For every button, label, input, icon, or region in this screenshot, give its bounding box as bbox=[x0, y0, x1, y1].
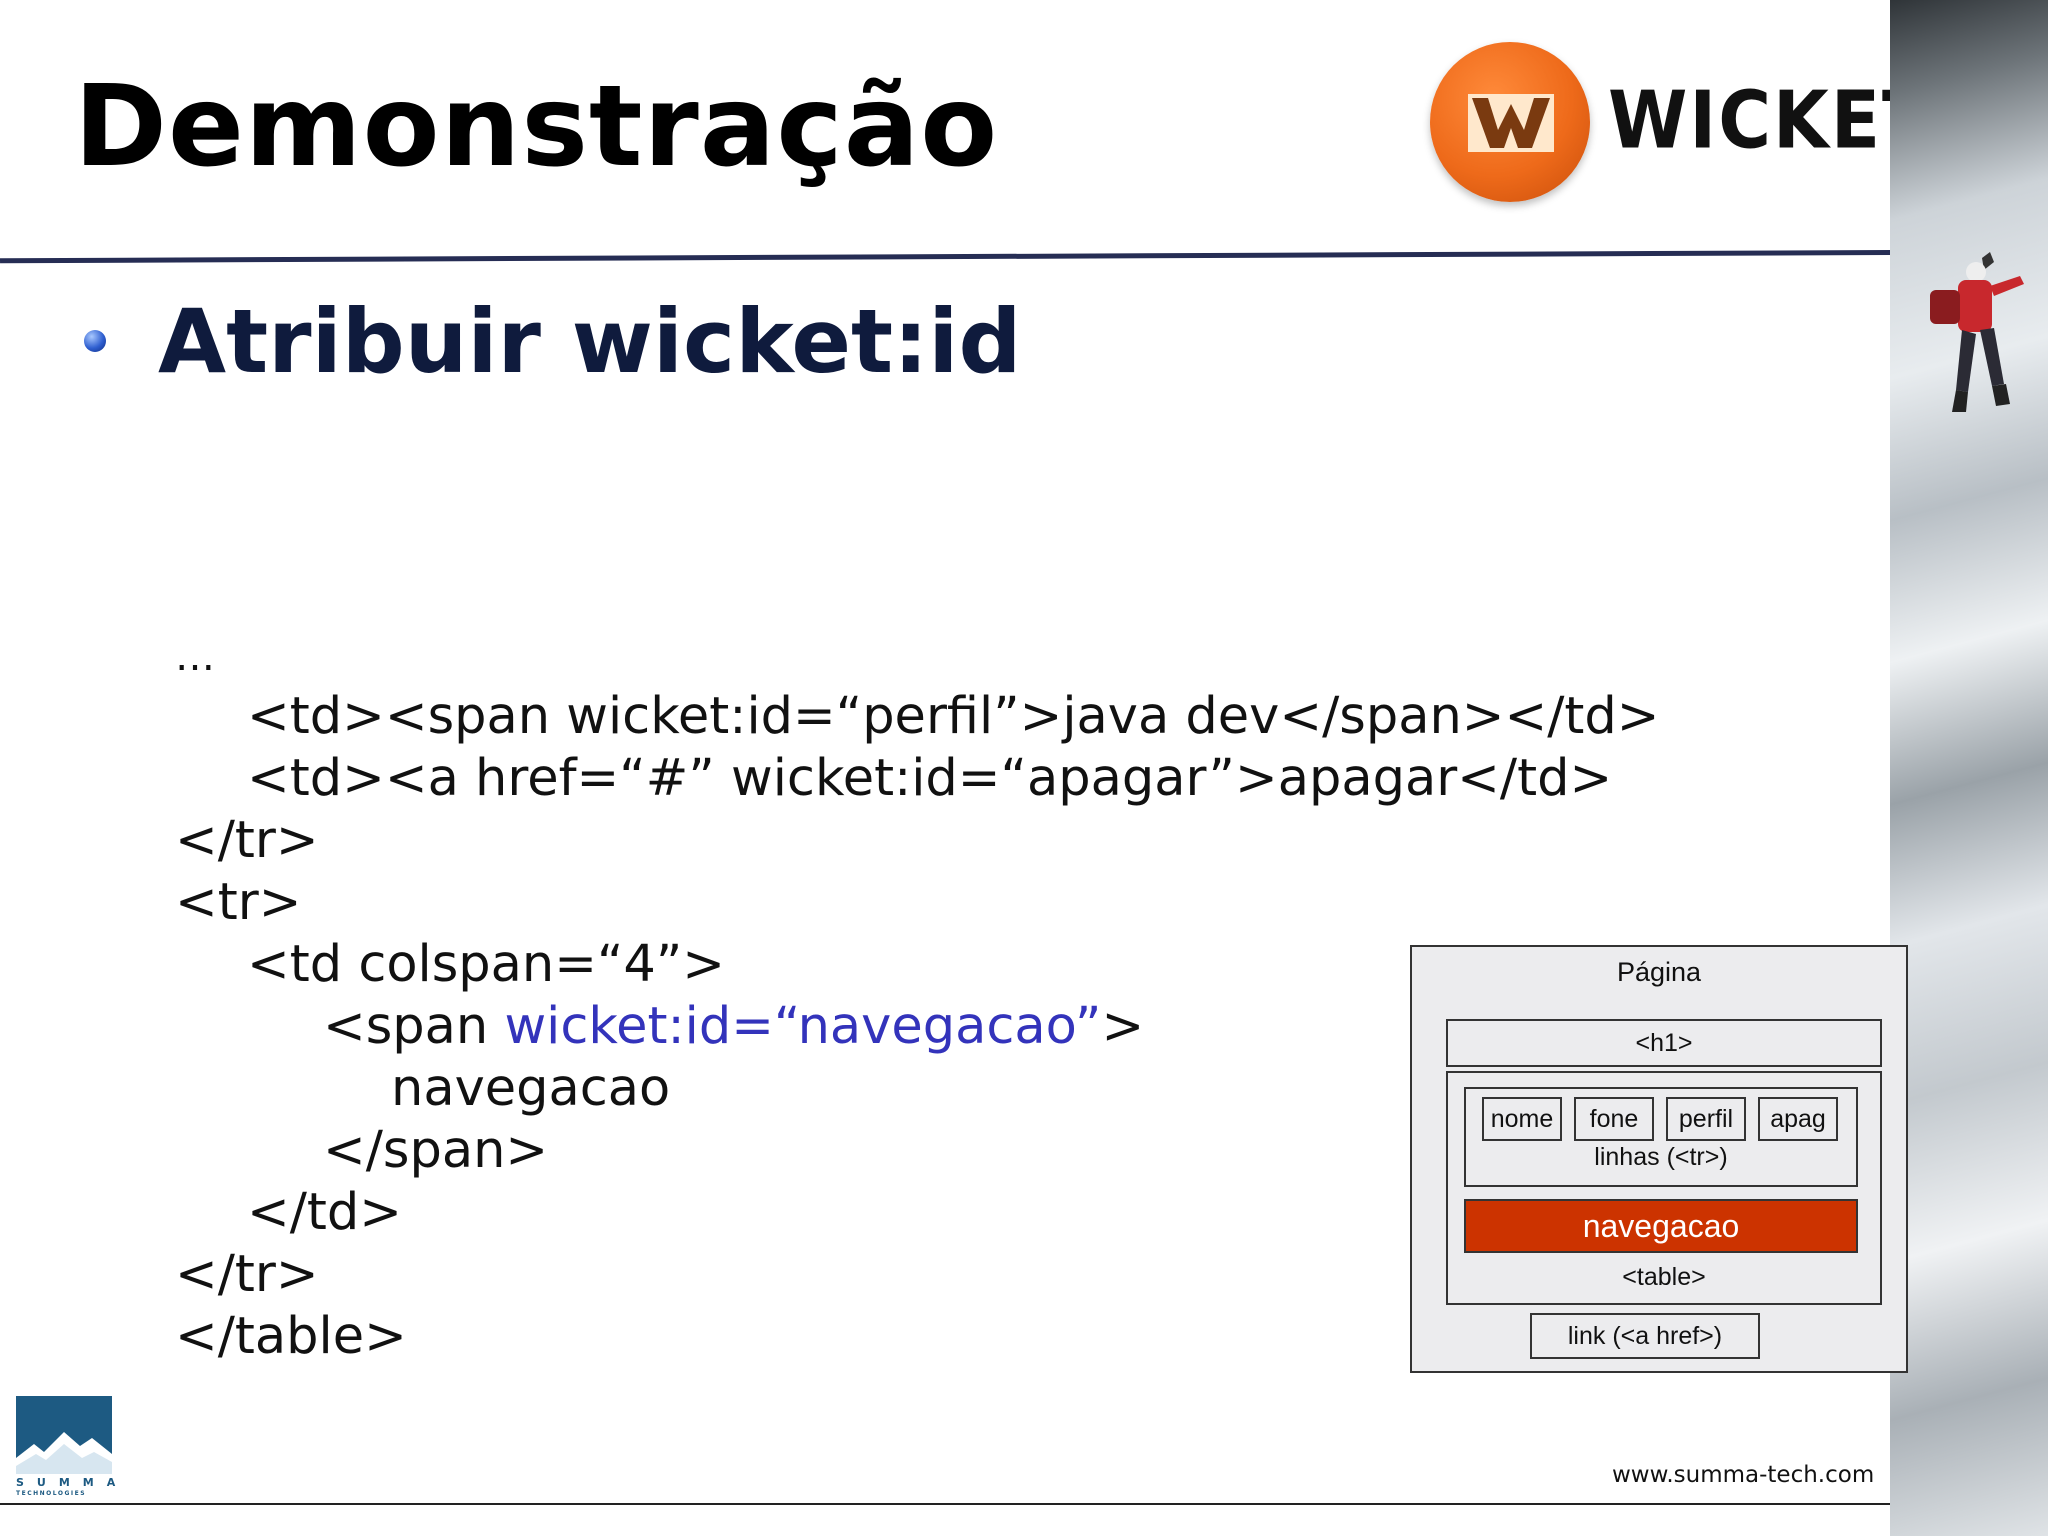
wicket-logo-emblem bbox=[1430, 42, 1590, 202]
diagram-navegacao-box: navegacao bbox=[1464, 1199, 1858, 1253]
code-line: <td><a href=“#” wicket:id=“apagar”>apaga… bbox=[247, 749, 1613, 808]
diagram-cell-fone: fone bbox=[1574, 1097, 1654, 1141]
code-line: </td> bbox=[247, 1183, 403, 1242]
code-fragment: <span bbox=[323, 997, 505, 1056]
diagram-rows-label: linhas (<tr>) bbox=[1594, 1143, 1728, 1171]
code-line: <tr> bbox=[175, 873, 302, 932]
diagram-rows-box: nome fone perfil apag linhas (<tr>) bbox=[1464, 1087, 1858, 1187]
code-line: <td colspan=“4”> bbox=[247, 935, 726, 994]
code-line: </span> bbox=[323, 1121, 549, 1180]
summa-logo-name: SUMMA bbox=[16, 1476, 129, 1489]
code-line: … bbox=[175, 634, 215, 680]
climber-photo bbox=[1890, 0, 2048, 1536]
bullet-heading: Atribuir wicket:id bbox=[158, 290, 1022, 393]
code-line-navegacao-span: <span wicket:id=“navegacao”> bbox=[175, 996, 1660, 1058]
diagram-cell-nome: nome bbox=[1482, 1097, 1562, 1141]
climber-figure bbox=[1930, 252, 2024, 412]
code-fragment: > bbox=[1101, 997, 1145, 1056]
code-line: <td><span wicket:id=“perfil”>java dev</s… bbox=[247, 687, 1660, 746]
code-block: … <td><span wicket:id=“perfil”>java dev<… bbox=[175, 632, 1660, 1368]
diagram-table-box: nome fone perfil apag linhas (<tr>) nave… bbox=[1446, 1071, 1882, 1305]
title-divider bbox=[0, 250, 1891, 264]
footer-url: www.summa-tech.com bbox=[1612, 1462, 1875, 1488]
code-line: navegacao bbox=[391, 1059, 671, 1118]
page-structure-diagram: Página <h1> nome fone perfil apag linhas… bbox=[1410, 945, 1908, 1373]
code-line: </tr> bbox=[175, 811, 319, 870]
code-line: </table> bbox=[175, 1307, 407, 1366]
footer-divider bbox=[0, 1503, 1890, 1505]
diagram-table-label: <table> bbox=[1622, 1263, 1706, 1291]
wicket-w-icon bbox=[1468, 94, 1554, 152]
mountain-icon bbox=[16, 1432, 112, 1474]
diagram-title: Página bbox=[1616, 957, 1702, 987]
diagram-h1-box: <h1> bbox=[1446, 1019, 1882, 1067]
summa-logo: SUMMA TECHNOLOGIES bbox=[16, 1396, 129, 1500]
code-line: </tr> bbox=[175, 1245, 319, 1304]
diagram-link-box: link (<a href>) bbox=[1530, 1313, 1760, 1359]
wicket-logo-text: WICKET bbox=[1608, 73, 1934, 167]
code-highlight-wicket-id: wicket:id=“navegacao” bbox=[504, 997, 1102, 1056]
summa-logo-sub: TECHNOLOGIES bbox=[16, 1490, 87, 1497]
slide-title: Demonstração bbox=[74, 62, 999, 192]
diagram-cell-apag: apag bbox=[1758, 1097, 1838, 1141]
diagram-cell-perfil: perfil bbox=[1666, 1097, 1746, 1141]
wicket-logo: WICKET bbox=[1428, 40, 1931, 210]
bullet-icon bbox=[84, 330, 106, 352]
summa-logo-mountain bbox=[16, 1396, 112, 1474]
